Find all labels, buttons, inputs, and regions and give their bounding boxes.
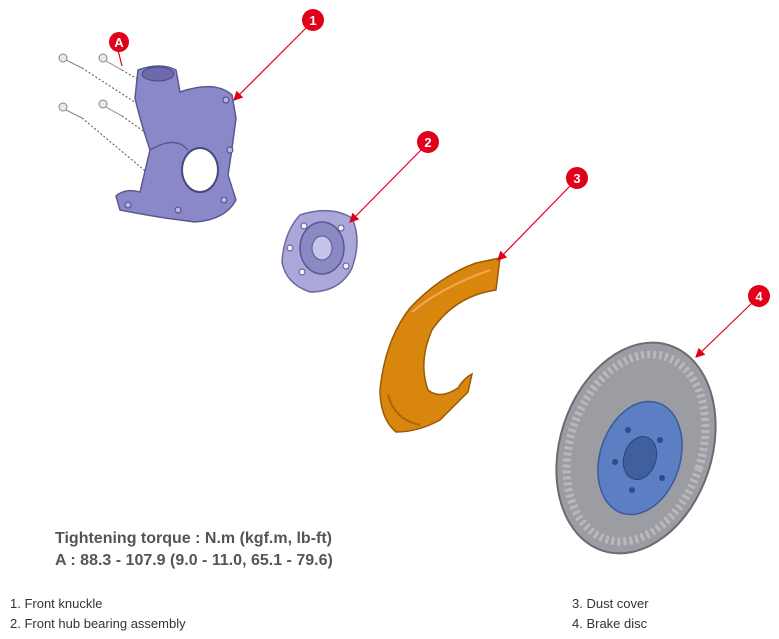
legend-item: 3. Dust cover <box>572 596 649 611</box>
bolt-group <box>58 53 171 176</box>
brake-disc <box>555 341 717 555</box>
bolt <box>58 53 83 69</box>
svg-text:2: 2 <box>424 135 431 150</box>
svg-text:1: 1 <box>309 13 316 28</box>
callout-1: 1 <box>302 9 324 31</box>
callout-a: A <box>109 32 129 52</box>
bolt <box>58 102 83 119</box>
torque-spec: Tightening torque : N.m (kgf.m, lb-ft) A… <box>55 528 333 572</box>
legend-item: 4. Brake disc <box>572 616 648 631</box>
callout-4: 4 <box>748 285 770 307</box>
legend-left: 1. Front knuckle 2. Front hub bearing as… <box>10 594 186 634</box>
legend-right: 3. Dust cover 4. Brake disc <box>572 594 649 634</box>
legend-item: 1. Front knuckle <box>10 596 103 611</box>
bolt <box>98 99 123 117</box>
svg-text:A: A <box>114 35 124 50</box>
front-hub-bearing-assembly <box>281 209 358 293</box>
svg-text:3: 3 <box>573 171 580 186</box>
legend-item: 2. Front hub bearing assembly <box>10 616 186 631</box>
front-knuckle <box>115 65 237 223</box>
callout-2: 2 <box>417 131 439 153</box>
svg-text:4: 4 <box>755 289 763 304</box>
leader-lines <box>117 27 753 358</box>
callout-3: 3 <box>566 167 588 189</box>
torque-value: A : 88.3 - 107.9 (9.0 - 11.0, 65.1 - 79.… <box>55 552 333 569</box>
torque-heading: Tightening torque : N.m (kgf.m, lb-ft) <box>55 530 332 547</box>
dust-cover <box>379 257 501 433</box>
bolt <box>98 53 123 71</box>
